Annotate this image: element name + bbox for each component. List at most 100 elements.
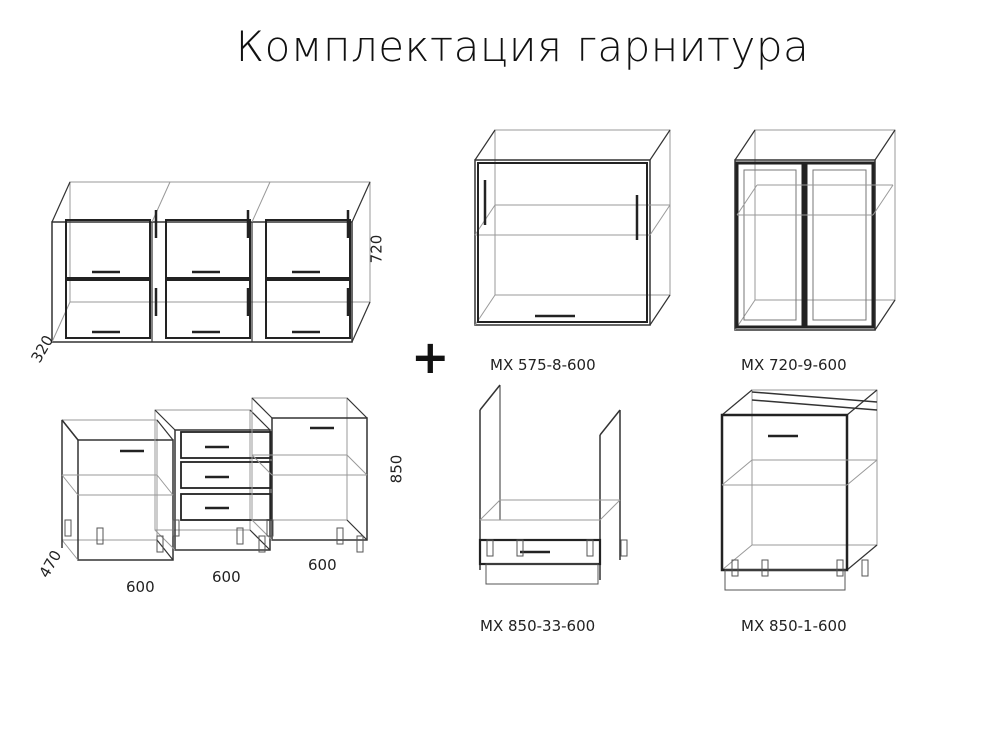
leg-icon <box>356 535 364 553</box>
lower-height-label: 850 <box>387 454 406 484</box>
edge-line <box>846 389 878 416</box>
lower-drawer-cabinet-front <box>174 429 271 551</box>
shelf-line <box>736 184 758 216</box>
lower-drawer-cabinet-back <box>154 409 251 531</box>
leg-icon <box>516 539 524 557</box>
edge-line <box>874 129 896 161</box>
leg-icon <box>258 535 266 553</box>
upper-set-back <box>69 181 371 303</box>
edge-line <box>156 539 174 561</box>
shelf-line <box>346 454 368 476</box>
shelf-line <box>872 184 894 216</box>
module-575-8-front <box>474 159 651 326</box>
shelf-line <box>61 474 79 496</box>
module-label-575-8: MX 575-8-600 <box>490 356 596 374</box>
leg-icon <box>64 519 72 537</box>
leg-icon <box>266 519 274 537</box>
leg-icon <box>156 535 164 553</box>
edge-line <box>251 519 273 541</box>
shelf-line <box>649 204 671 236</box>
edge-line <box>154 529 176 551</box>
edge-line <box>599 409 621 436</box>
edge-line <box>61 539 79 561</box>
edge-line <box>51 181 71 223</box>
leg-icon <box>336 527 344 545</box>
edge-line <box>154 409 176 431</box>
edge-line <box>151 181 171 223</box>
edge-line <box>156 419 174 441</box>
width-label-3: 600 <box>308 556 337 574</box>
upper-height-label: 720 <box>367 234 386 264</box>
drawer <box>180 461 272 489</box>
edge-line <box>721 544 753 571</box>
edge-line <box>649 294 671 326</box>
edge-line <box>351 301 371 343</box>
module-850-1-front <box>721 414 848 571</box>
door <box>265 279 351 339</box>
width-label-1: 600 <box>126 578 155 596</box>
door <box>265 219 351 279</box>
leg-icon <box>761 559 769 577</box>
door <box>65 219 151 279</box>
edge-line <box>721 389 753 416</box>
module-label-850-1: MX 850-1-600 <box>741 617 847 635</box>
leg-icon <box>172 519 180 537</box>
glass-pane <box>812 169 867 321</box>
glass-pane <box>743 169 797 321</box>
leg-icon <box>486 539 494 557</box>
module-720-9-front <box>734 159 876 331</box>
shelf-line <box>479 499 501 521</box>
module-850-1-back <box>751 389 878 546</box>
edge-line <box>51 301 71 343</box>
plinth <box>485 563 599 585</box>
edge-line <box>249 529 271 551</box>
width-label-2: 600 <box>212 568 241 586</box>
lower-left-cabinet-front <box>77 439 174 561</box>
drawer <box>180 431 272 459</box>
edge-line <box>251 181 271 223</box>
module-label-720-9: MX 720-9-600 <box>741 356 847 374</box>
door <box>477 162 648 323</box>
edge-line <box>751 391 878 403</box>
shelf-line <box>599 499 621 521</box>
drawer <box>180 493 272 521</box>
door <box>720 413 849 572</box>
glass-door <box>804 161 875 329</box>
module-575-8-back <box>494 129 671 296</box>
edge-line <box>846 544 878 571</box>
leg-icon <box>236 527 244 545</box>
edge-line <box>479 384 501 411</box>
glass-door <box>735 161 805 329</box>
lower-right-cabinet-back <box>251 397 348 521</box>
leg-icon <box>620 539 628 557</box>
leg-icon <box>96 527 104 545</box>
leg-icon <box>586 539 594 557</box>
edge-line <box>251 397 273 419</box>
lower-right-cabinet-front <box>271 417 368 541</box>
upper-set-front <box>51 221 353 343</box>
edge-line <box>474 129 496 161</box>
shelf-line <box>156 474 174 496</box>
plus-icon: + <box>411 330 450 384</box>
edge-line <box>649 129 671 161</box>
shelf-line <box>721 459 753 486</box>
edge-line <box>751 399 878 411</box>
edge-line <box>734 129 756 161</box>
edge-line <box>351 181 371 223</box>
leg-icon <box>836 559 844 577</box>
door <box>165 219 251 279</box>
door <box>65 279 151 339</box>
door <box>165 279 251 339</box>
module-label-850-33: MX 850-33-600 <box>480 617 596 635</box>
plinth <box>724 569 846 591</box>
edge-line <box>61 419 79 441</box>
edge-line <box>346 519 368 541</box>
edge-line <box>874 299 896 331</box>
shelf-line <box>251 454 273 476</box>
shelf-line <box>846 459 878 486</box>
page-title: Комплектация гарнитура <box>235 22 810 71</box>
edge-line <box>249 409 271 431</box>
leg-icon <box>731 559 739 577</box>
